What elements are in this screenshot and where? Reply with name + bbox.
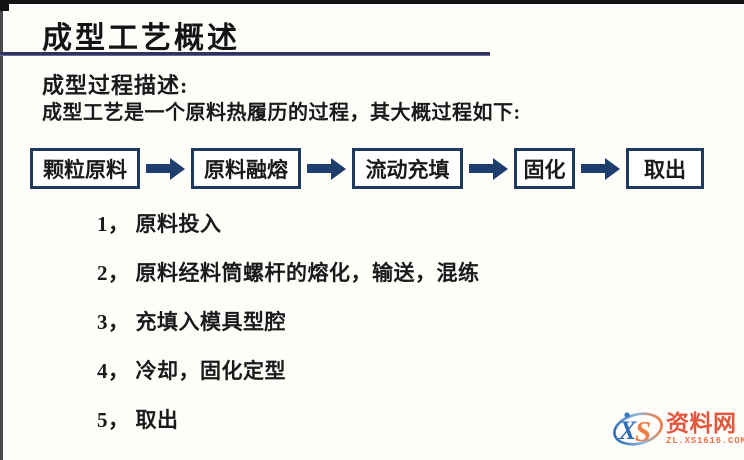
flow-step-box-3: 流动充填 <box>352 148 463 189</box>
watermark-site-name: 资料网 <box>666 409 737 436</box>
list-item-text: 原料经料筒螺杆的熔化，输送，混练 <box>135 261 480 285</box>
list-item-text: 冷却，固化定型 <box>135 359 286 383</box>
title-underline <box>0 52 490 55</box>
list-item: 3，充填入模具型腔 <box>97 310 480 334</box>
corner-block <box>0 0 9 11</box>
list-item: 4，冷却，固化定型 <box>97 359 480 383</box>
process-flow-diagram: 颗粒原料 原料融熔 流动充填 固化 取出 <box>30 148 704 189</box>
page-title: 成型工艺概述 <box>42 22 240 55</box>
list-item-text: 充填入模具型腔 <box>135 310 286 334</box>
list-item: 1，原料投入 <box>97 212 480 236</box>
list-item-number: 3， <box>97 310 130 334</box>
section-heading: 成型过程描述: <box>42 73 189 98</box>
logo-letter-x: X <box>618 416 637 445</box>
flow-step-box-2: 原料融熔 <box>191 148 301 189</box>
watermark-site-url: ZL.XS1616.COM <box>666 435 744 446</box>
flow-step-box-4: 固化 <box>514 148 575 189</box>
list-item: 5，取出 <box>97 408 480 432</box>
watermark: X S 资料网 ZL.XS1616.COM <box>612 400 744 456</box>
xs-logo-icon: X S <box>613 412 663 448</box>
list-item-number: 5， <box>97 408 130 432</box>
watermark-text-block: 资料网 ZL.XS1616.COM <box>666 411 744 446</box>
flow-arrow-icon <box>469 157 508 180</box>
intro-text: 成型工艺是一个原料热履历的过程，其大概过程如下: <box>42 102 521 124</box>
flow-step-box-1: 颗粒原料 <box>30 148 140 189</box>
list-item-number: 1， <box>97 212 130 236</box>
flow-step-box-5: 取出 <box>626 148 704 189</box>
list-item-text: 取出 <box>135 408 179 432</box>
logo-letter-s: S <box>635 416 651 448</box>
list-item-number: 4， <box>97 359 130 383</box>
list-item-number: 2， <box>97 261 130 285</box>
list-item: 2，原料经料筒螺杆的熔化，输送，混练 <box>97 261 480 285</box>
left-border-line <box>0 0 3 460</box>
flow-arrow-icon <box>307 157 346 180</box>
top-border-line <box>0 0 744 4</box>
flow-arrow-icon <box>581 157 620 180</box>
list-item-text: 原料投入 <box>135 212 222 236</box>
process-list: 1，原料投入 2，原料经料筒螺杆的熔化，输送，混练 3，充填入模具型腔 4，冷却… <box>97 212 480 457</box>
flow-arrow-icon <box>146 157 185 180</box>
